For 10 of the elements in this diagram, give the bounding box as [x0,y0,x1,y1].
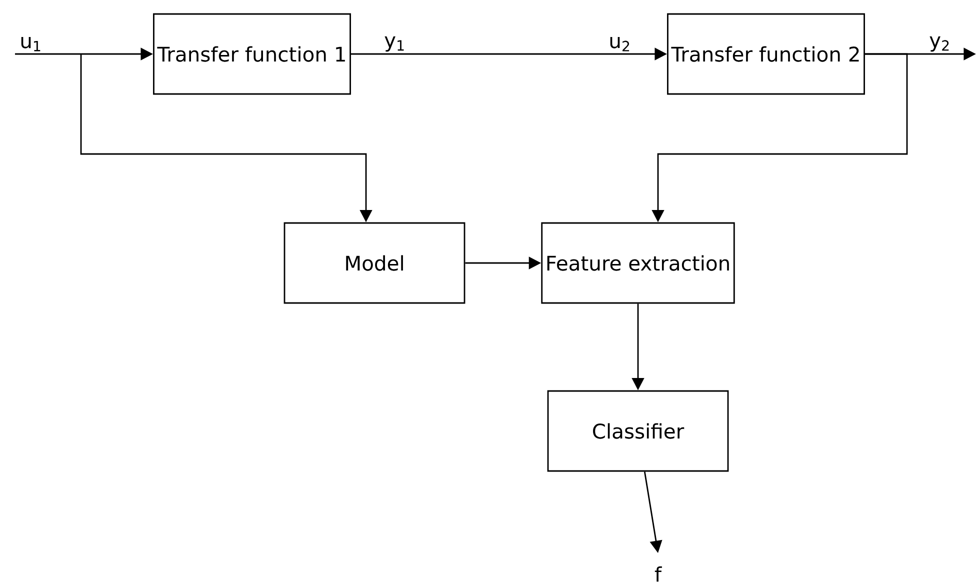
signal-label: u$_{1}$ [21,36,40,52]
block-box: Feature extraction [541,222,735,304]
block-box: Classifier [547,390,729,472]
signal-label: y$_{2}$ [930,36,949,52]
block-box: Transfer function 1 [153,13,351,95]
block-box: Model [284,222,466,304]
signal-label: u$_{2}$ [610,36,630,52]
signal-label: f [654,566,662,582]
block-box: Transfer function 2 [667,13,865,95]
signal-label: y$_{1}$ [384,36,404,52]
